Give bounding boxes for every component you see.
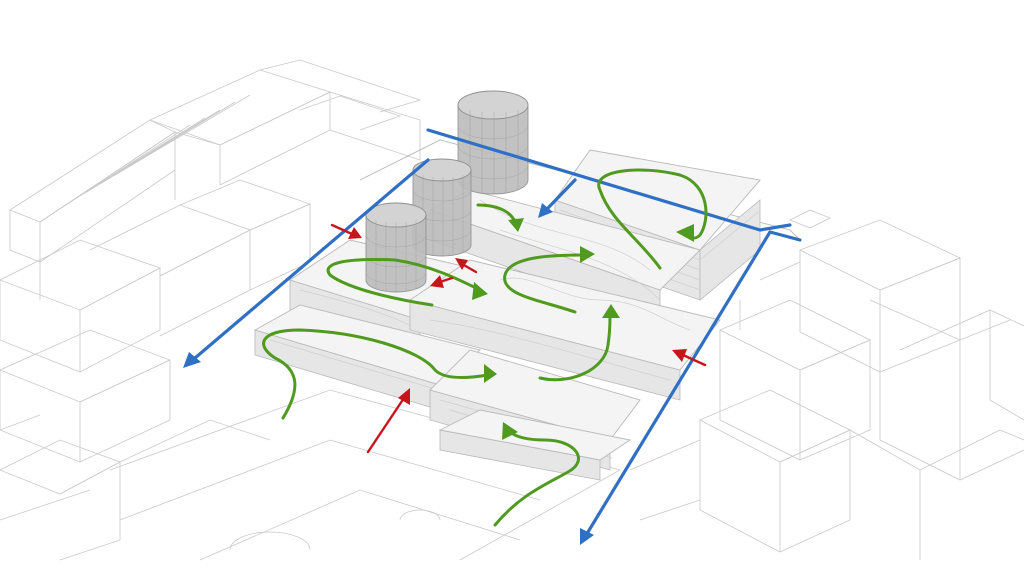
green-arrow-bottom [493, 422, 580, 527]
tank-front [365, 202, 427, 293]
green-arrow-middle-wave [538, 304, 620, 382]
context-buildings-right [629, 209, 1024, 560]
red-arrow-tanks-left [430, 275, 454, 288]
red-arrow-right [672, 349, 707, 367]
pedestrian-flow-arrows [262, 168, 708, 527]
blue-arrow-top [538, 178, 577, 218]
red-arrow-left-top [330, 223, 362, 239]
entry-point-arrows [330, 223, 707, 454]
green-arrow-top-right-loop [597, 168, 708, 270]
context-buildings-left [0, 59, 422, 561]
tank-middle [412, 158, 472, 257]
blue-arrow-right [580, 230, 802, 545]
green-arrow-center-loop [503, 246, 595, 314]
red-arrow-tanks-up [455, 258, 478, 274]
terraced-slab-blocks [253, 149, 761, 481]
green-arrow-left-loop [326, 258, 488, 307]
red-arrow-bottom [366, 388, 410, 454]
green-arrow-bottom-left [262, 328, 497, 420]
vehicle-flow-arrows [183, 128, 802, 545]
blue-arrow-left [183, 128, 792, 368]
green-arrow-tanks-top [476, 203, 524, 232]
